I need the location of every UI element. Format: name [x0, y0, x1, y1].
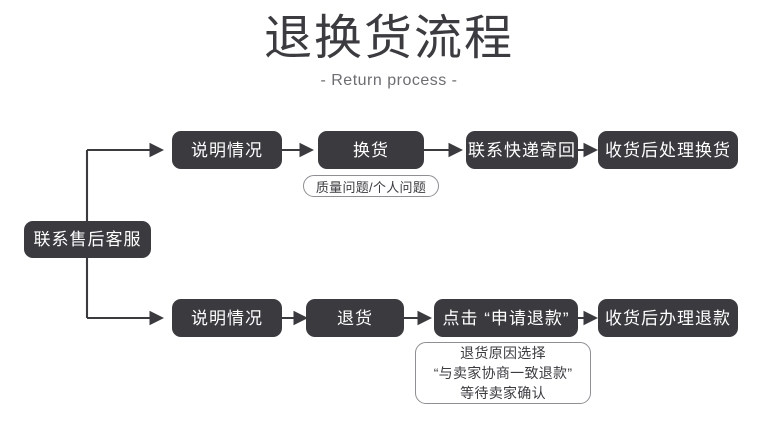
node-exchange-step-2-label: 换货 [353, 140, 389, 160]
node-exchange-step-1-label: 说明情况 [191, 140, 263, 160]
node-exchange-step-1[interactable]: 说明情况 [172, 131, 282, 169]
node-exchange-step-4[interactable]: 收货后处理换货 [598, 131, 738, 169]
node-exchange-step-3[interactable]: 联系快递寄回 [466, 131, 578, 169]
note-return-reason-line-1: 退货原因选择 [460, 345, 546, 361]
page-subtitle: - Return process - [320, 72, 458, 89]
node-exchange-step-2[interactable]: 换货 [318, 131, 424, 169]
node-return-step-3[interactable]: 点击 “申请退款” [434, 299, 578, 337]
node-return-step-2-label: 退货 [337, 308, 373, 328]
note-return-reason-line-2: “与卖家协商一致退款” [433, 365, 573, 381]
note-return-reason-line-3: 等待卖家确认 [460, 385, 546, 401]
node-start[interactable]: 联系售后客服 [24, 221, 151, 258]
node-return-step-1[interactable]: 说明情况 [172, 299, 282, 337]
node-exchange-step-3-label: 联系快递寄回 [468, 140, 576, 160]
note-return-reason: 退货原因选择 “与卖家协商一致退款” 等待卖家确认 [415, 342, 591, 404]
node-return-step-3-label: 点击 “申请退款” [442, 308, 570, 328]
node-exchange-step-4-label: 收货后处理换货 [605, 140, 731, 160]
node-return-step-4[interactable]: 收货后办理退款 [598, 299, 738, 337]
note-exchange-reason: 质量问题/个人问题 [303, 175, 439, 197]
node-start-label: 联系售后客服 [33, 230, 142, 249]
node-return-step-4-label: 收货后办理退款 [605, 308, 731, 328]
page-title: 退换货流程 [263, 12, 514, 65]
node-return-step-2[interactable]: 退货 [306, 299, 404, 337]
node-return-step-1-label: 说明情况 [191, 308, 263, 328]
note-exchange-reason-text: 质量问题/个人问题 [315, 179, 427, 195]
